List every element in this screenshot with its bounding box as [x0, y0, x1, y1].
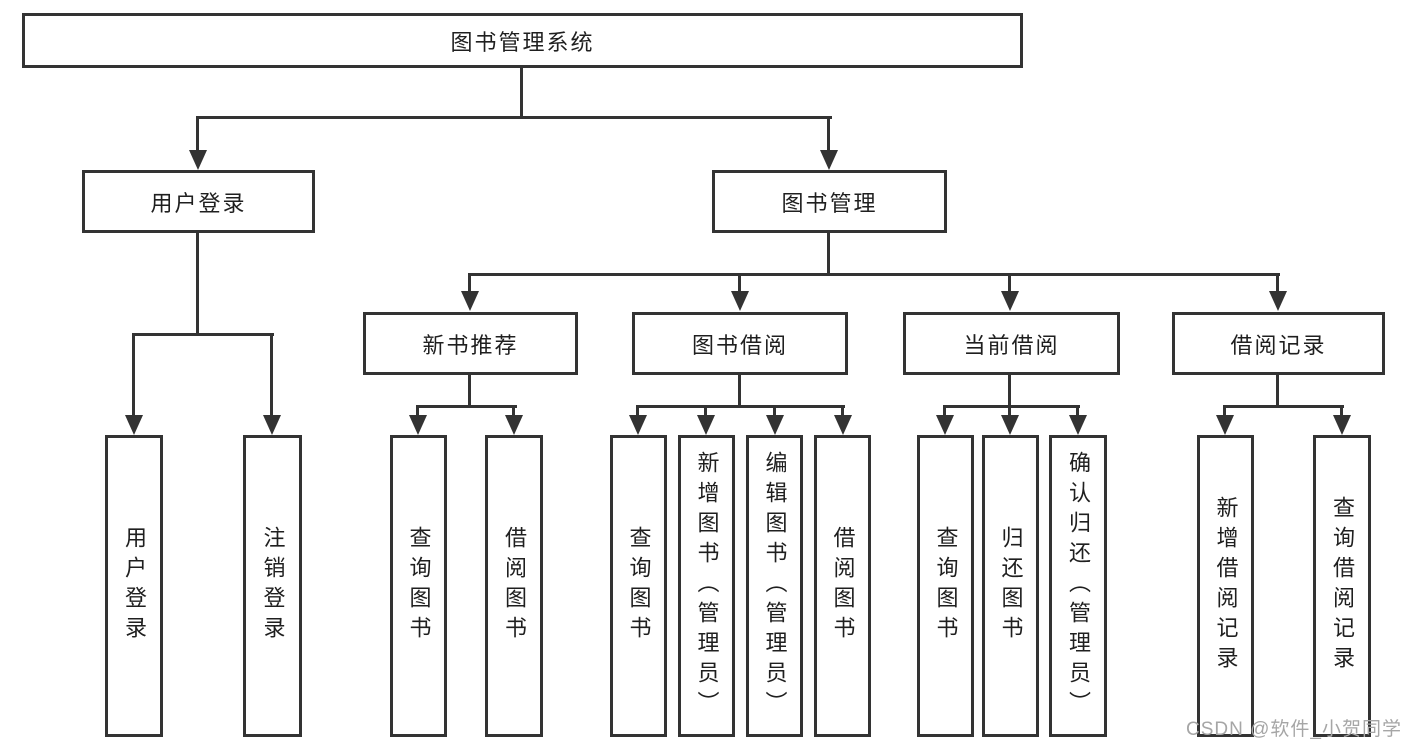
arrowhead-icon: [834, 415, 852, 435]
edge-line: [416, 405, 419, 417]
leaf-borrow-books: 借阅图书: [814, 435, 871, 737]
leaf-confirm-return-admin: 确认归还（管理员）: [1049, 435, 1107, 737]
arrowhead-icon: [263, 415, 281, 435]
arrowhead-icon: [125, 415, 143, 435]
edge-line: [196, 116, 832, 119]
leaf-label: 确认归还（管理员）: [1066, 451, 1091, 721]
edge-line: [468, 273, 471, 293]
edge-line: [468, 375, 471, 408]
leaf-label: 注销登录: [260, 526, 286, 646]
edge-line: [943, 405, 946, 417]
node-label: 用户登录: [150, 190, 247, 216]
edge-line: [468, 273, 1280, 276]
arrowhead-icon: [1216, 415, 1234, 435]
leaf-return-books: 归还图书: [982, 435, 1039, 737]
leaf-add-books-admin: 新增图书（管理员）: [678, 435, 735, 737]
edge-line: [704, 405, 707, 417]
node-label: 借阅记录: [1230, 332, 1327, 358]
arrowhead-icon: [1001, 415, 1019, 435]
node-library-management-system: 图书管理系统: [22, 13, 1023, 68]
arrowhead-icon: [409, 415, 427, 435]
leaf-label: 查询图书: [406, 526, 432, 646]
edge-line: [1008, 273, 1011, 293]
arrowhead-icon: [629, 415, 647, 435]
leaf-user-login: 用户登录: [105, 435, 163, 737]
arrowhead-icon: [461, 291, 479, 311]
leaf-borrow-books-newbook: 借阅图书: [485, 435, 543, 737]
arrowhead-icon: [1001, 291, 1019, 311]
edge-line: [1076, 405, 1079, 417]
leaf-label: 借阅图书: [502, 526, 527, 646]
edge-line: [132, 333, 135, 417]
edge-line: [196, 116, 199, 152]
edge-line: [1276, 273, 1279, 293]
arrowhead-icon: [731, 291, 749, 311]
leaf-label: 新增图书（管理员）: [694, 451, 720, 721]
leaf-label: 新增借阅记录: [1213, 496, 1239, 676]
node-borrow-records: 借阅记录: [1172, 312, 1385, 375]
node-label: 当前借阅: [963, 332, 1060, 358]
edge-line: [1223, 405, 1226, 417]
leaf-query-books-newbook: 查询图书: [390, 435, 447, 737]
edge-line: [132, 333, 274, 336]
arrowhead-icon: [820, 150, 838, 170]
edge-line: [1008, 375, 1011, 408]
node-book-borrow: 图书借阅: [632, 312, 848, 375]
arrowhead-icon: [189, 150, 207, 170]
edge-line: [416, 405, 517, 408]
edge-line: [1340, 405, 1343, 417]
leaf-query-borrow-record: 查询借阅记录: [1313, 435, 1371, 737]
arrowhead-icon: [697, 415, 715, 435]
leaf-edit-books-admin: 编辑图书（管理员）: [746, 435, 803, 737]
edge-line: [196, 233, 199, 336]
leaf-label: 查询借阅记录: [1330, 496, 1355, 676]
node-label: 图书管理: [781, 190, 878, 216]
edge-line: [512, 405, 515, 417]
leaf-label: 编辑图书（管理员）: [762, 451, 788, 721]
arrowhead-icon: [505, 415, 523, 435]
edge-line: [270, 333, 273, 417]
node-new-book-recommend: 新书推荐: [363, 312, 578, 375]
leaf-add-borrow-record: 新增借阅记录: [1197, 435, 1254, 737]
arrowhead-icon: [1069, 415, 1087, 435]
arrowhead-icon: [1333, 415, 1351, 435]
edge-line: [841, 405, 844, 417]
leaf-label: 查询图书: [933, 526, 959, 646]
edge-line: [827, 116, 830, 152]
edge-line: [738, 375, 741, 408]
node-current-borrow: 当前借阅: [903, 312, 1120, 375]
edge-line: [636, 405, 639, 417]
leaf-label: 借阅图书: [830, 526, 856, 646]
edge-line: [1276, 375, 1279, 408]
leaf-query-books-current: 查询图书: [917, 435, 974, 737]
leaf-label: 用户登录: [122, 526, 147, 646]
node-user-login: 用户登录: [82, 170, 315, 233]
arrowhead-icon: [766, 415, 784, 435]
node-label: 图书管理系统: [450, 29, 595, 55]
edge-line: [1008, 405, 1011, 417]
leaf-query-books-borrow: 查询图书: [610, 435, 667, 737]
leaf-label: 查询图书: [626, 526, 652, 646]
node-book-management: 图书管理: [712, 170, 947, 233]
arrowhead-icon: [1269, 291, 1287, 311]
edge-line: [738, 273, 741, 293]
node-label: 图书借阅: [691, 332, 788, 358]
leaf-logout-login: 注销登录: [243, 435, 302, 737]
leaf-label: 归还图书: [998, 526, 1024, 646]
node-label: 新书推荐: [422, 332, 519, 358]
edge-line: [943, 405, 1080, 408]
edge-line: [827, 233, 830, 276]
edge-line: [520, 68, 523, 119]
watermark: CSDN @软件_小贺同学: [1186, 719, 1402, 740]
edge-line: [636, 405, 845, 408]
edge-line: [773, 405, 776, 417]
edge-line: [1223, 405, 1344, 408]
arrowhead-icon: [936, 415, 954, 435]
